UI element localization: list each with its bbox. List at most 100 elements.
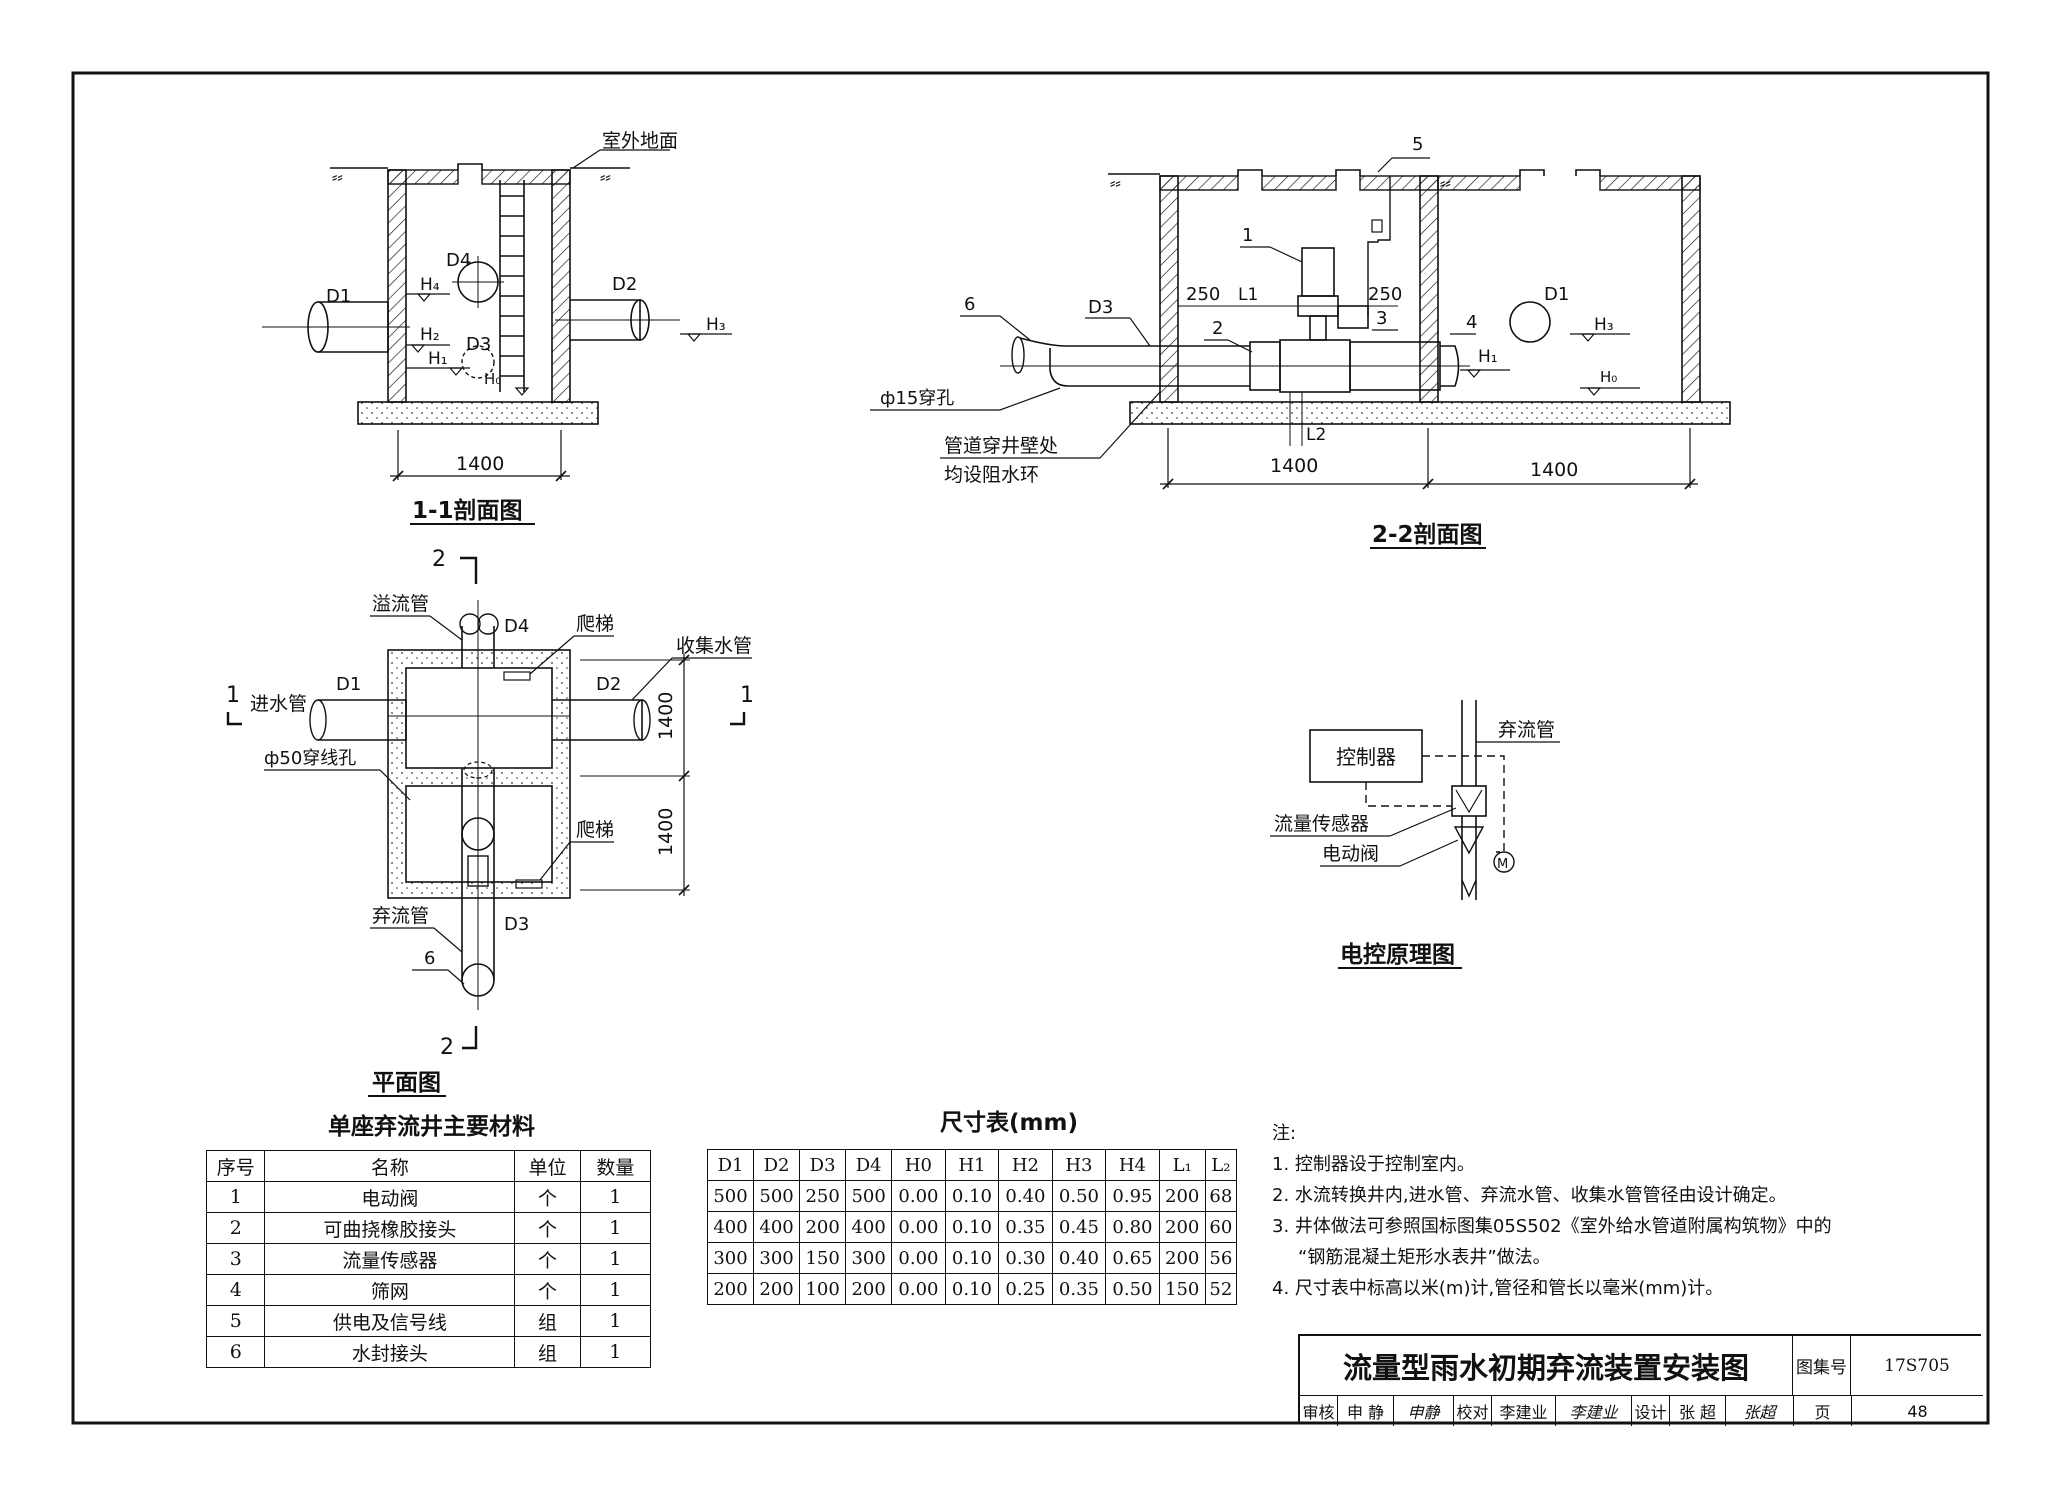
dimensions-title: 尺寸表(mm): [940, 1110, 1078, 1136]
dim2-right-1400: 1400: [1530, 459, 1578, 481]
review-label: 审核: [1300, 1396, 1338, 1426]
materials-cell: 流量传感器: [264, 1243, 516, 1275]
leader-1-tail: [1269, 246, 1303, 263]
sec2-top-number: 2: [432, 547, 446, 572]
leader-motor-valve-tail: [1399, 839, 1459, 867]
well2-pipe-d1: [1509, 301, 1551, 343]
dimensions-cell: 0.00: [891, 1180, 946, 1212]
dimensions-cell: 0.00: [891, 1211, 946, 1243]
leader-collect-tail: [631, 657, 673, 701]
label-ladder1: 爬梯: [576, 613, 614, 635]
label-inlet: 进水管: [250, 693, 307, 715]
leader-5-tail: [1377, 157, 1393, 173]
materials-cell: 6: [205, 1336, 266, 1368]
flow-sensor-label: 流量传感器: [1274, 813, 1369, 835]
materials-cell: 筛网: [264, 1274, 516, 1306]
label-plan-d3: D3: [504, 914, 529, 935]
level-h3-mark: [686, 333, 702, 342]
dimensions-cell: 200: [753, 1273, 801, 1305]
dimensions-cell: 250: [799, 1180, 847, 1212]
dimensions-cell: 400: [753, 1211, 801, 1243]
label-h1: H₁: [428, 349, 448, 369]
materials-header-cell: 名称: [264, 1150, 516, 1182]
materials-cell: 1: [579, 1336, 652, 1368]
dimensions-header-cell: H0: [891, 1149, 946, 1181]
flow-down-arrow: [1461, 879, 1477, 898]
discard-pipe-upper: [1019, 337, 1250, 347]
well2-cover-b: [1261, 175, 1337, 191]
motor-stem: [1309, 315, 1327, 341]
dimensions-header-cell: D1: [706, 1149, 755, 1181]
leader-hole-tail: [999, 387, 1061, 411]
dim2-tick-b: [1422, 478, 1434, 490]
label-n4: 4: [1466, 312, 1477, 333]
dimensions-cell: 500: [753, 1180, 801, 1212]
plan-collect-pipe: [552, 699, 643, 741]
dimensions-cell: 0.50: [1051, 1180, 1107, 1212]
dimensions-cell: 0.00: [891, 1273, 946, 1305]
leader-2-tail: [1227, 339, 1253, 353]
dimensions-cell: 0.10: [944, 1242, 1000, 1274]
sec1-right-mark: [730, 712, 746, 726]
materials-cell: 1: [205, 1181, 266, 1213]
well-cover-left: [387, 169, 459, 185]
section-2-2: ⸗⸗ ⸗⸗ D1 H₃ H₁ H₀ 5 1: [870, 134, 1731, 549]
soil-symbol-left: ⸗⸗: [332, 167, 343, 186]
motor-valve-label: 电动阀: [1322, 843, 1379, 865]
signal-line-5: [1367, 176, 1391, 316]
dim-tick-left: [392, 470, 404, 482]
plan-valve: [461, 817, 495, 851]
plan-title: 平面图: [372, 1070, 441, 1096]
dimensions-cell: 200: [706, 1273, 755, 1305]
sheet-border: [71, 71, 1990, 1425]
note-item: “钢筋混凝土矩形水表井”做法。: [1298, 1247, 1551, 1268]
label-h4: H₄: [420, 275, 440, 295]
dimensions-cell: 0.35: [1051, 1273, 1107, 1305]
page-number: 48: [1907, 1401, 1928, 1421]
materials-header-row: 序号 名称 单位 数量: [205, 1150, 652, 1182]
materials-cell: 1: [579, 1274, 652, 1306]
materials-cell: 组: [514, 1305, 581, 1337]
drawing-title: 流量型雨水初期弃流装置安装图: [1300, 1336, 1793, 1396]
dimensions-cell: 52: [1204, 1273, 1238, 1305]
valve-actuator: [1337, 305, 1369, 329]
dimensions-header-cell: L₂: [1204, 1149, 1238, 1181]
plan-overflow-end-b: [477, 613, 499, 635]
dimensions-header-cell: H3: [1051, 1149, 1107, 1181]
materials-cell: 个: [514, 1212, 581, 1244]
label-collect: 收集水管: [676, 635, 752, 657]
label-plan-d2: D2: [596, 674, 621, 695]
label-d1: D1: [326, 286, 351, 307]
materials-header-cell: 数量: [579, 1150, 652, 1182]
note-item: 4. 尺寸表中标高以米(m)计,管径和管长以毫米(mm)计。: [1272, 1278, 1724, 1299]
leader-discard-tail: [433, 927, 463, 953]
dimensions-cell: 68: [1204, 1180, 1238, 1212]
label-d4: D4: [446, 250, 471, 271]
well2-lid-c: [1519, 169, 1545, 176]
label-n5: 5: [1412, 134, 1423, 155]
label-plan-d4: D4: [504, 616, 529, 637]
dimensions-cell: 0.35: [998, 1211, 1053, 1243]
materials-cell: 个: [514, 1243, 581, 1275]
plan-discard-end: [461, 963, 495, 997]
materials-title: 单座弃流井主要材料: [328, 1113, 535, 1140]
label-l2: L2: [1306, 425, 1326, 445]
materials-cell: 个: [514, 1274, 581, 1306]
plan-overflow-end-a: [459, 613, 481, 635]
sec1-left-mark: [226, 712, 242, 726]
well2-wall-mid: [1419, 175, 1439, 403]
level2-h1-mark: [1466, 369, 1482, 378]
dimensions-cell: 150: [1158, 1273, 1206, 1305]
materials-header-cell: 序号: [205, 1150, 266, 1182]
leader-n6-tail: [447, 969, 465, 985]
dimensions-cell: 500: [706, 1180, 755, 1212]
label-h3: H₃: [706, 315, 726, 335]
leader-6-tail: [999, 315, 1031, 341]
label-n1: 1: [1242, 225, 1253, 246]
